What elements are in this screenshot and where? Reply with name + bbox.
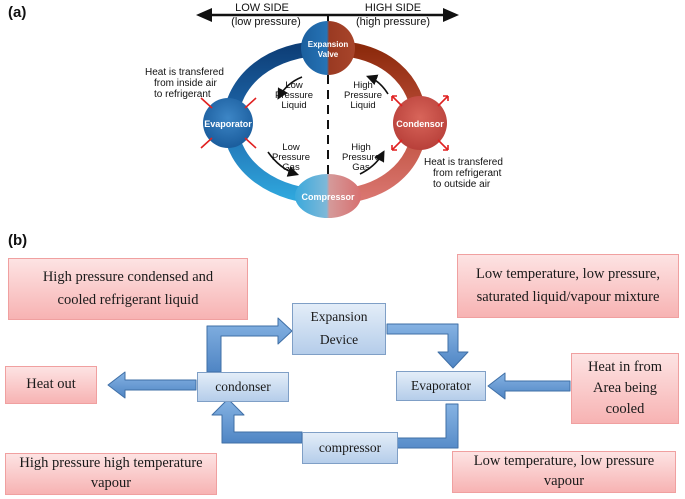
flow-arrow-condensor-to-valve xyxy=(366,74,389,95)
outside-heat-note-3: to outside air xyxy=(433,179,491,190)
low-pressure-liquid-2: Pressure xyxy=(275,90,313,101)
expansion-valve-node xyxy=(301,21,355,75)
low-pressure-gas-2: Pressure xyxy=(272,152,310,163)
evaporator-node xyxy=(203,98,253,148)
inside-heat-note-1: Heat is transfered xyxy=(145,67,224,78)
arrow-expansion-to-evaporator xyxy=(386,323,469,369)
arrow-compressor-to-condonser xyxy=(211,398,303,444)
high-side-arrowhead xyxy=(443,8,459,22)
high-pressure-liquid-3: Liquid xyxy=(350,100,375,111)
expansion-device-box: Expansion Device xyxy=(292,303,386,355)
condonser-box: condonser xyxy=(197,372,289,402)
low-pressure-liquid-1: Low xyxy=(285,80,303,91)
low-side-arrowhead xyxy=(196,8,212,22)
condensor-node xyxy=(393,96,447,150)
heat-out-arrow xyxy=(107,371,197,399)
note-condensed-liquid: High pressure condensed and cooled refri… xyxy=(8,258,248,320)
high-pressure-liquid-1: High xyxy=(353,80,373,91)
low-side-subtitle: (low pressure) xyxy=(231,16,301,28)
flow-arrow-compressor-to-condensor xyxy=(359,150,385,175)
flow-arrow-valve-to-evaporator xyxy=(277,76,303,100)
high-pressure-gas-3: Gas xyxy=(352,162,370,173)
evaporator-heat-rays xyxy=(200,97,257,149)
heat-in-arrow xyxy=(487,372,571,400)
high-pressure-gas-1: High xyxy=(351,142,371,153)
evaporator-node-label: Evaporator xyxy=(204,119,252,129)
note-heat-out: Heat out xyxy=(5,366,97,404)
note-low-pressure-vapour: Low temperature, low pressure vapour xyxy=(452,451,676,493)
compressor-node-label: Compressor xyxy=(301,192,355,202)
condensor-heat-rays xyxy=(391,95,449,151)
high-pressure-gas-2: Pressure xyxy=(342,152,380,163)
high-side-subtitle: (high pressure) xyxy=(356,16,430,28)
condensor-node-label: Condensor xyxy=(396,119,444,129)
evaporator-box: Evaporator xyxy=(396,371,486,401)
low-pressure-gas-1: Low xyxy=(282,142,300,153)
low-side-title: LOW SIDE xyxy=(235,2,289,14)
compressor-box: compressor xyxy=(302,432,398,464)
flow-arrow-evaporator-to-compressor xyxy=(267,151,300,177)
high-side-title: HIGH SIDE xyxy=(365,2,421,14)
low-pressure-gas-3: Gas xyxy=(282,162,300,173)
inside-heat-note-2: from inside air xyxy=(154,78,217,89)
panel-a-label: (a) xyxy=(8,4,27,21)
low-pressure-liquid-3: Liquid xyxy=(281,100,306,111)
note-saturated-mixture: Low temperature, low pressure, saturated… xyxy=(457,254,679,318)
note-superheated-vapour: High pressure high temperature vapour xyxy=(5,453,217,495)
expansion-valve-label-2: Valve xyxy=(318,50,339,59)
inside-heat-note-3: to refrigerant xyxy=(154,89,211,100)
expansion-valve-label-1: Expansion xyxy=(308,40,349,49)
note-heat-in: Heat in from Area being cooled xyxy=(571,353,679,424)
panel-b-label: (b) xyxy=(8,232,28,249)
outside-heat-note-2: from refrigerant xyxy=(433,168,502,179)
high-pressure-liquid-2: Pressure xyxy=(344,90,382,101)
outside-heat-note-1: Heat is transfered xyxy=(424,157,503,168)
compressor-node xyxy=(295,174,361,218)
arrow-condonser-to-expansion xyxy=(206,317,293,373)
